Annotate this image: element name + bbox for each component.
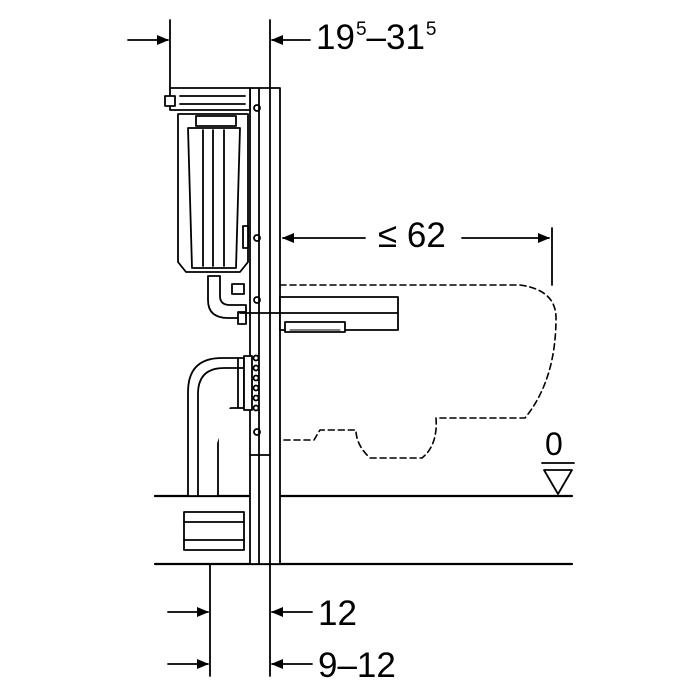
dimension-bowl-depth bbox=[282, 227, 553, 286]
dimension-frame-depth bbox=[127, 19, 311, 89]
floor-level-symbol bbox=[541, 462, 575, 495]
drain-socket bbox=[183, 511, 245, 551]
dimension-bottom bbox=[167, 563, 313, 677]
flush-pipe bbox=[207, 275, 247, 325]
finish-range-label: 9–12 bbox=[318, 646, 396, 685]
cistern-top-cover bbox=[169, 87, 251, 111]
wc-connection-pipe bbox=[239, 296, 399, 333]
frame-depth-label: 195–315 bbox=[316, 18, 437, 57]
floor-lines bbox=[153, 494, 574, 566]
mounting-frame bbox=[249, 87, 281, 565]
waste-bend bbox=[187, 355, 253, 497]
floor-level-label: 0 bbox=[545, 426, 563, 462]
wall-offset-label: 12 bbox=[318, 594, 357, 633]
wc-bowl-outline bbox=[279, 284, 557, 459]
cistern bbox=[164, 87, 251, 273]
bowl-depth-label: ≤ 62 bbox=[378, 216, 446, 255]
